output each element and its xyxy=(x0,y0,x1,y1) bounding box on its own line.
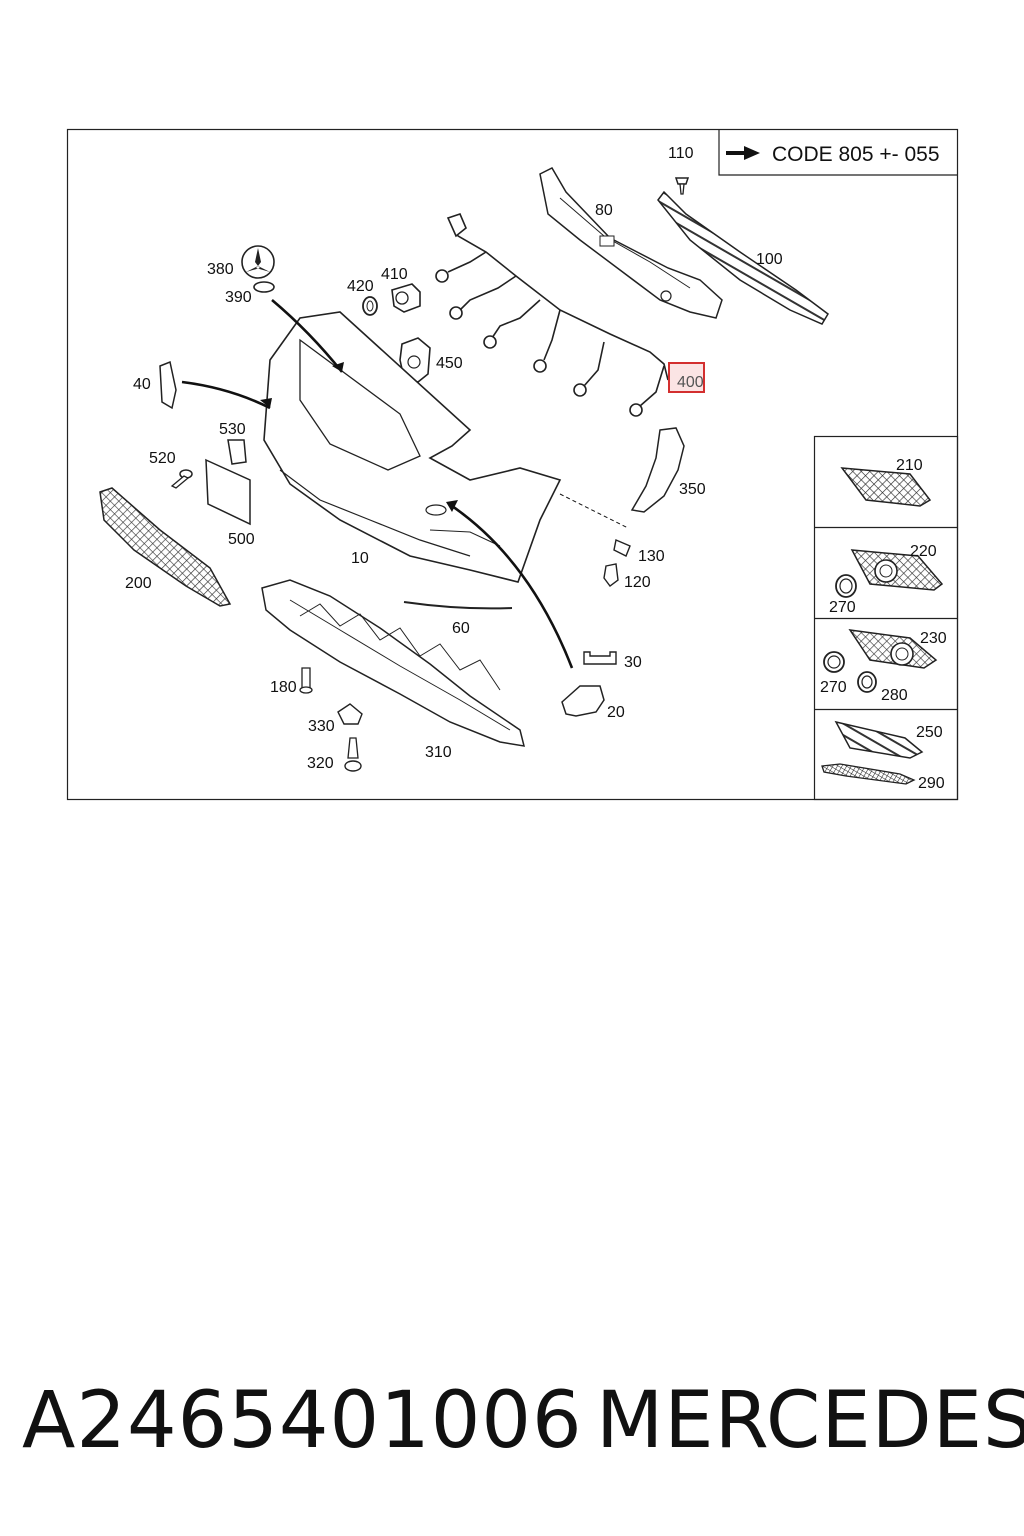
label-330: 330 xyxy=(308,718,335,735)
code-text: CODE 805 +- 055 xyxy=(772,143,940,166)
label-130: 130 xyxy=(638,548,665,565)
nut-330 xyxy=(337,703,363,725)
label-40: 40 xyxy=(133,376,151,393)
label-350: 350 xyxy=(679,481,706,498)
label-200: 200 xyxy=(125,575,152,592)
label-100: 100 xyxy=(756,251,783,268)
label-220: 220 xyxy=(910,543,937,560)
brand-name: MERCEDES xyxy=(596,1376,1024,1466)
label-410: 410 xyxy=(381,266,408,283)
label-180: 180 xyxy=(270,679,297,696)
sensor-plugs xyxy=(435,269,643,417)
leader-arrows xyxy=(181,299,629,669)
tow-cover-20 xyxy=(561,685,605,717)
label-110: 110 xyxy=(668,145,694,162)
bolt-180 xyxy=(299,667,313,694)
label-10: 10 xyxy=(351,550,369,567)
underbody-310 xyxy=(261,579,526,747)
clip-530 xyxy=(227,439,247,465)
arrowheads xyxy=(260,362,458,512)
grille-200 xyxy=(99,487,232,607)
label-500: 500 xyxy=(228,531,255,548)
clip-30 xyxy=(583,651,617,665)
part-number: A2465401006 xyxy=(22,1376,583,1466)
fastener-130 xyxy=(613,539,631,557)
label-380: 380 xyxy=(207,261,234,278)
diagram-frame xyxy=(66,128,959,801)
label-270-lower: 270 xyxy=(820,679,847,696)
grille-250 xyxy=(834,720,924,759)
label-400: 400 xyxy=(677,374,704,391)
label-310: 310 xyxy=(425,744,452,761)
seal-420 xyxy=(362,296,378,316)
bracket-350 xyxy=(630,427,685,513)
bumper-cover-10 xyxy=(263,311,562,583)
inset-panels: 210 220 270 230 270 280 250 290 xyxy=(813,435,959,801)
strip-290 xyxy=(821,763,916,785)
label-520: 520 xyxy=(149,450,176,467)
label-420: 420 xyxy=(347,278,374,295)
screw-110 xyxy=(674,177,690,195)
ring-390 xyxy=(253,281,275,293)
star-emblem-380 xyxy=(241,245,275,279)
label-120: 120 xyxy=(624,574,651,591)
ring-270-lower xyxy=(823,651,845,673)
label-290: 290 xyxy=(918,775,945,792)
screw-520 xyxy=(170,469,193,489)
ring-270-upper xyxy=(835,574,857,598)
label-80: 80 xyxy=(595,202,613,219)
callout-labels: 110 80 100 380 390 420 410 450 400 40 53… xyxy=(125,145,783,772)
label-450: 450 xyxy=(436,355,463,372)
screw-320 xyxy=(344,737,362,772)
label-250: 250 xyxy=(916,724,943,741)
label-390: 390 xyxy=(225,289,252,306)
fastener-120 xyxy=(603,563,619,587)
label-20: 20 xyxy=(607,704,625,721)
arrow-right-icon xyxy=(726,146,760,160)
ring-280 xyxy=(857,671,877,693)
part-caption: A2465401006 MERCEDES xyxy=(22,1376,1024,1466)
label-230: 230 xyxy=(920,630,947,647)
plate-holder-500 xyxy=(205,458,251,526)
label-210: 210 xyxy=(896,457,923,474)
code-box: CODE 805 +- 055 xyxy=(718,129,957,176)
highlight-box-400 xyxy=(668,362,705,393)
sensor-410 xyxy=(391,283,421,313)
rail-100 xyxy=(657,190,829,325)
grille-210 xyxy=(840,467,932,507)
cap-40 xyxy=(159,360,177,410)
label-320: 320 xyxy=(307,755,334,772)
holder-450 xyxy=(399,337,431,383)
label-60: 60 xyxy=(452,620,470,637)
label-530: 530 xyxy=(219,421,246,438)
wiring-harness-400 xyxy=(446,213,669,407)
label-270-upper: 270 xyxy=(829,599,856,616)
label-280: 280 xyxy=(881,687,908,704)
bracket-80 xyxy=(539,167,723,319)
strip-60 xyxy=(403,601,513,610)
label-30: 30 xyxy=(624,654,642,671)
